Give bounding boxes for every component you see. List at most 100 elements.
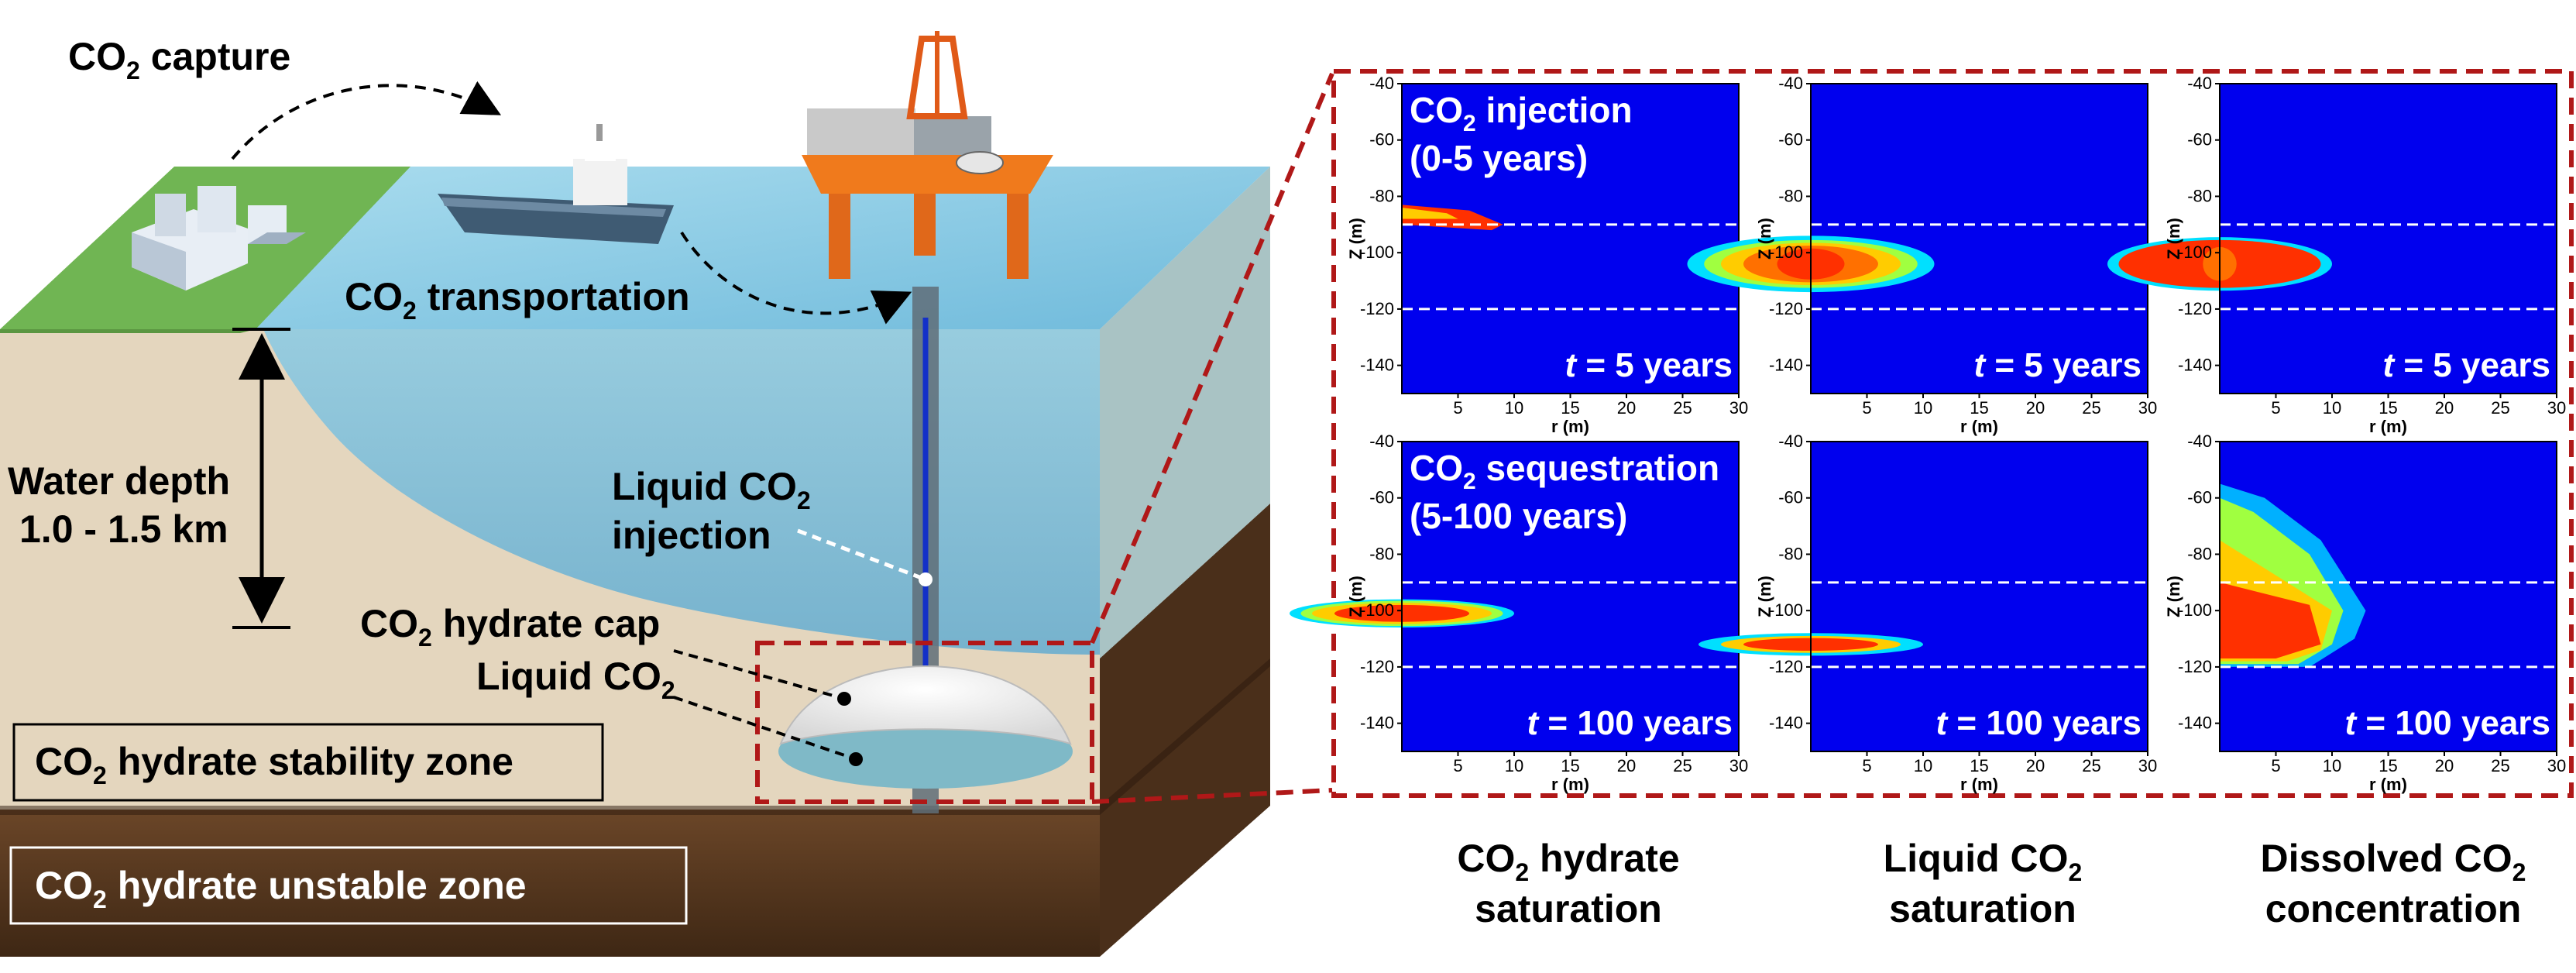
buildings-icon — [132, 186, 306, 291]
y-tick-label: -40 — [1778, 74, 1803, 93]
capture-arrow — [231, 81, 502, 160]
x-tick-label: 15 — [1970, 756, 1988, 775]
y-tick-label: -80 — [1369, 544, 1394, 563]
y-tick-label: -140 — [1360, 713, 1394, 733]
stability-zone-box — [12, 723, 604, 802]
x-tick-label: 10 — [1505, 756, 1523, 775]
plume-region — [1402, 208, 1458, 219]
water-depth-range: 1.0 - 1.5 km — [19, 507, 228, 551]
water-depth-label: Water depth — [8, 459, 230, 503]
zoom-line-top — [1090, 72, 1334, 645]
y-tick-label: -100 — [1360, 600, 1394, 620]
column-title-line2: saturation — [1475, 887, 1662, 930]
y-tick-label: -40 — [1369, 74, 1394, 93]
x-tick-label: 25 — [1673, 756, 1692, 775]
x-tick-label: 5 — [1862, 398, 1871, 418]
simulation-panels: -40 -60 -80 -100 -120 -140 5 10 15 20 25 30 Z (m) r (… — [1290, 74, 2566, 794]
cap-point — [837, 692, 851, 706]
row-label-period: (0-5 years) — [1410, 138, 1588, 178]
y-tick-label: -80 — [1778, 544, 1803, 563]
co2-transport-label: CO2 transportation — [345, 275, 690, 325]
y-tick-label: -120 — [1360, 299, 1394, 318]
time-label: t = 5 years — [1973, 346, 2142, 384]
y-tick-label: -60 — [2187, 488, 2212, 507]
x-tick-label: 30 — [2547, 398, 2566, 418]
y-tick-label: -120 — [2178, 657, 2212, 676]
x-tick-label: 5 — [1453, 756, 1462, 775]
y-tick-label: -100 — [2178, 242, 2212, 262]
x-tick-label: 10 — [1505, 398, 1523, 418]
y-tick-label: -60 — [1778, 130, 1803, 150]
x-axis-label: r (m) — [1960, 775, 1998, 794]
x-tick-label: 15 — [1970, 398, 1988, 418]
column-title-line2: concentration — [2265, 887, 2522, 930]
x-tick-label: 15 — [2379, 398, 2397, 418]
x-tick-label: 25 — [2082, 756, 2100, 775]
plot-area — [1811, 84, 2148, 394]
y-axis-label: Z (m) — [2164, 218, 2183, 260]
column-title: CO2 hydrate — [1457, 837, 1679, 886]
x-axis-label: r (m) — [2369, 417, 2407, 436]
x-tick-label: 25 — [2082, 398, 2100, 418]
y-tick-label: -120 — [2178, 299, 2212, 318]
x-tick-label: 20 — [2435, 398, 2454, 418]
sea-water-body — [263, 329, 1100, 655]
x-tick-label: 15 — [1561, 756, 1579, 775]
y-tick-label: -100 — [1769, 242, 1803, 262]
y-axis-label: Z (m) — [1346, 576, 1365, 617]
x-tick-label: 5 — [2271, 756, 2280, 775]
y-tick-label: -100 — [1360, 242, 1394, 262]
ship-icon — [438, 124, 674, 244]
x-tick-label: 25 — [1673, 398, 1692, 418]
x-tick-label: 10 — [2323, 398, 2341, 418]
y-tick-label: -100 — [2178, 600, 2212, 620]
row-label: CO2 injection — [1410, 90, 1633, 136]
zoom-box — [755, 641, 1094, 804]
x-tick-label: 15 — [1561, 398, 1579, 418]
row-label-period: (5-100 years) — [1410, 496, 1627, 536]
panel-group-frame — [1331, 69, 2574, 798]
injection-point — [919, 572, 933, 586]
liquid-injection-label: Liquid CO2 — [612, 465, 811, 514]
x-tick-label: 15 — [2379, 756, 2397, 775]
time-label: t = 100 years — [1527, 704, 1733, 742]
y-tick-label: -140 — [1769, 356, 1803, 375]
unstable-zone-box — [9, 846, 688, 925]
y-tick-label: -80 — [2187, 544, 2212, 563]
y-tick-label: -80 — [2187, 186, 2212, 205]
cap-pointer — [673, 649, 845, 700]
x-tick-label: 30 — [1729, 398, 1748, 418]
land-edge — [0, 329, 256, 333]
liquid-point — [849, 752, 863, 766]
x-axis-label: r (m) — [1960, 417, 1998, 436]
x-axis-label: r (m) — [1551, 417, 1589, 436]
transport-arrow — [680, 231, 912, 325]
y-axis-label: Z (m) — [1755, 218, 1774, 260]
x-tick-label: 25 — [2491, 398, 2509, 418]
x-tick-label: 5 — [1862, 756, 1871, 775]
y-tick-label: -60 — [2187, 130, 2212, 150]
hydrate-cap — [779, 665, 1072, 745]
x-tick-label: 20 — [2026, 756, 2045, 775]
y-tick-label: -60 — [1369, 488, 1394, 507]
x-tick-label: 20 — [2026, 398, 2045, 418]
x-tick-label: 10 — [1914, 756, 1932, 775]
block-side-sea — [1100, 167, 1270, 658]
y-tick-label: -140 — [1360, 356, 1394, 375]
y-axis-label: Z (m) — [1755, 576, 1774, 617]
x-axis-label: r (m) — [2369, 775, 2407, 794]
liquid-injection-label-2: injection — [612, 514, 771, 557]
x-tick-label: 30 — [2547, 756, 2566, 775]
y-tick-label: -120 — [1769, 299, 1803, 318]
y-tick-label: -80 — [1369, 186, 1394, 205]
plot-area — [1811, 442, 2148, 751]
x-tick-label: 20 — [1617, 756, 1636, 775]
y-tick-label: -60 — [1369, 130, 1394, 150]
x-axis-label: r (m) — [1551, 775, 1589, 794]
y-tick-label: -120 — [1360, 657, 1394, 676]
zoom-line-bottom — [1091, 788, 1333, 804]
row-label: CO2 sequestration — [1410, 448, 1719, 494]
